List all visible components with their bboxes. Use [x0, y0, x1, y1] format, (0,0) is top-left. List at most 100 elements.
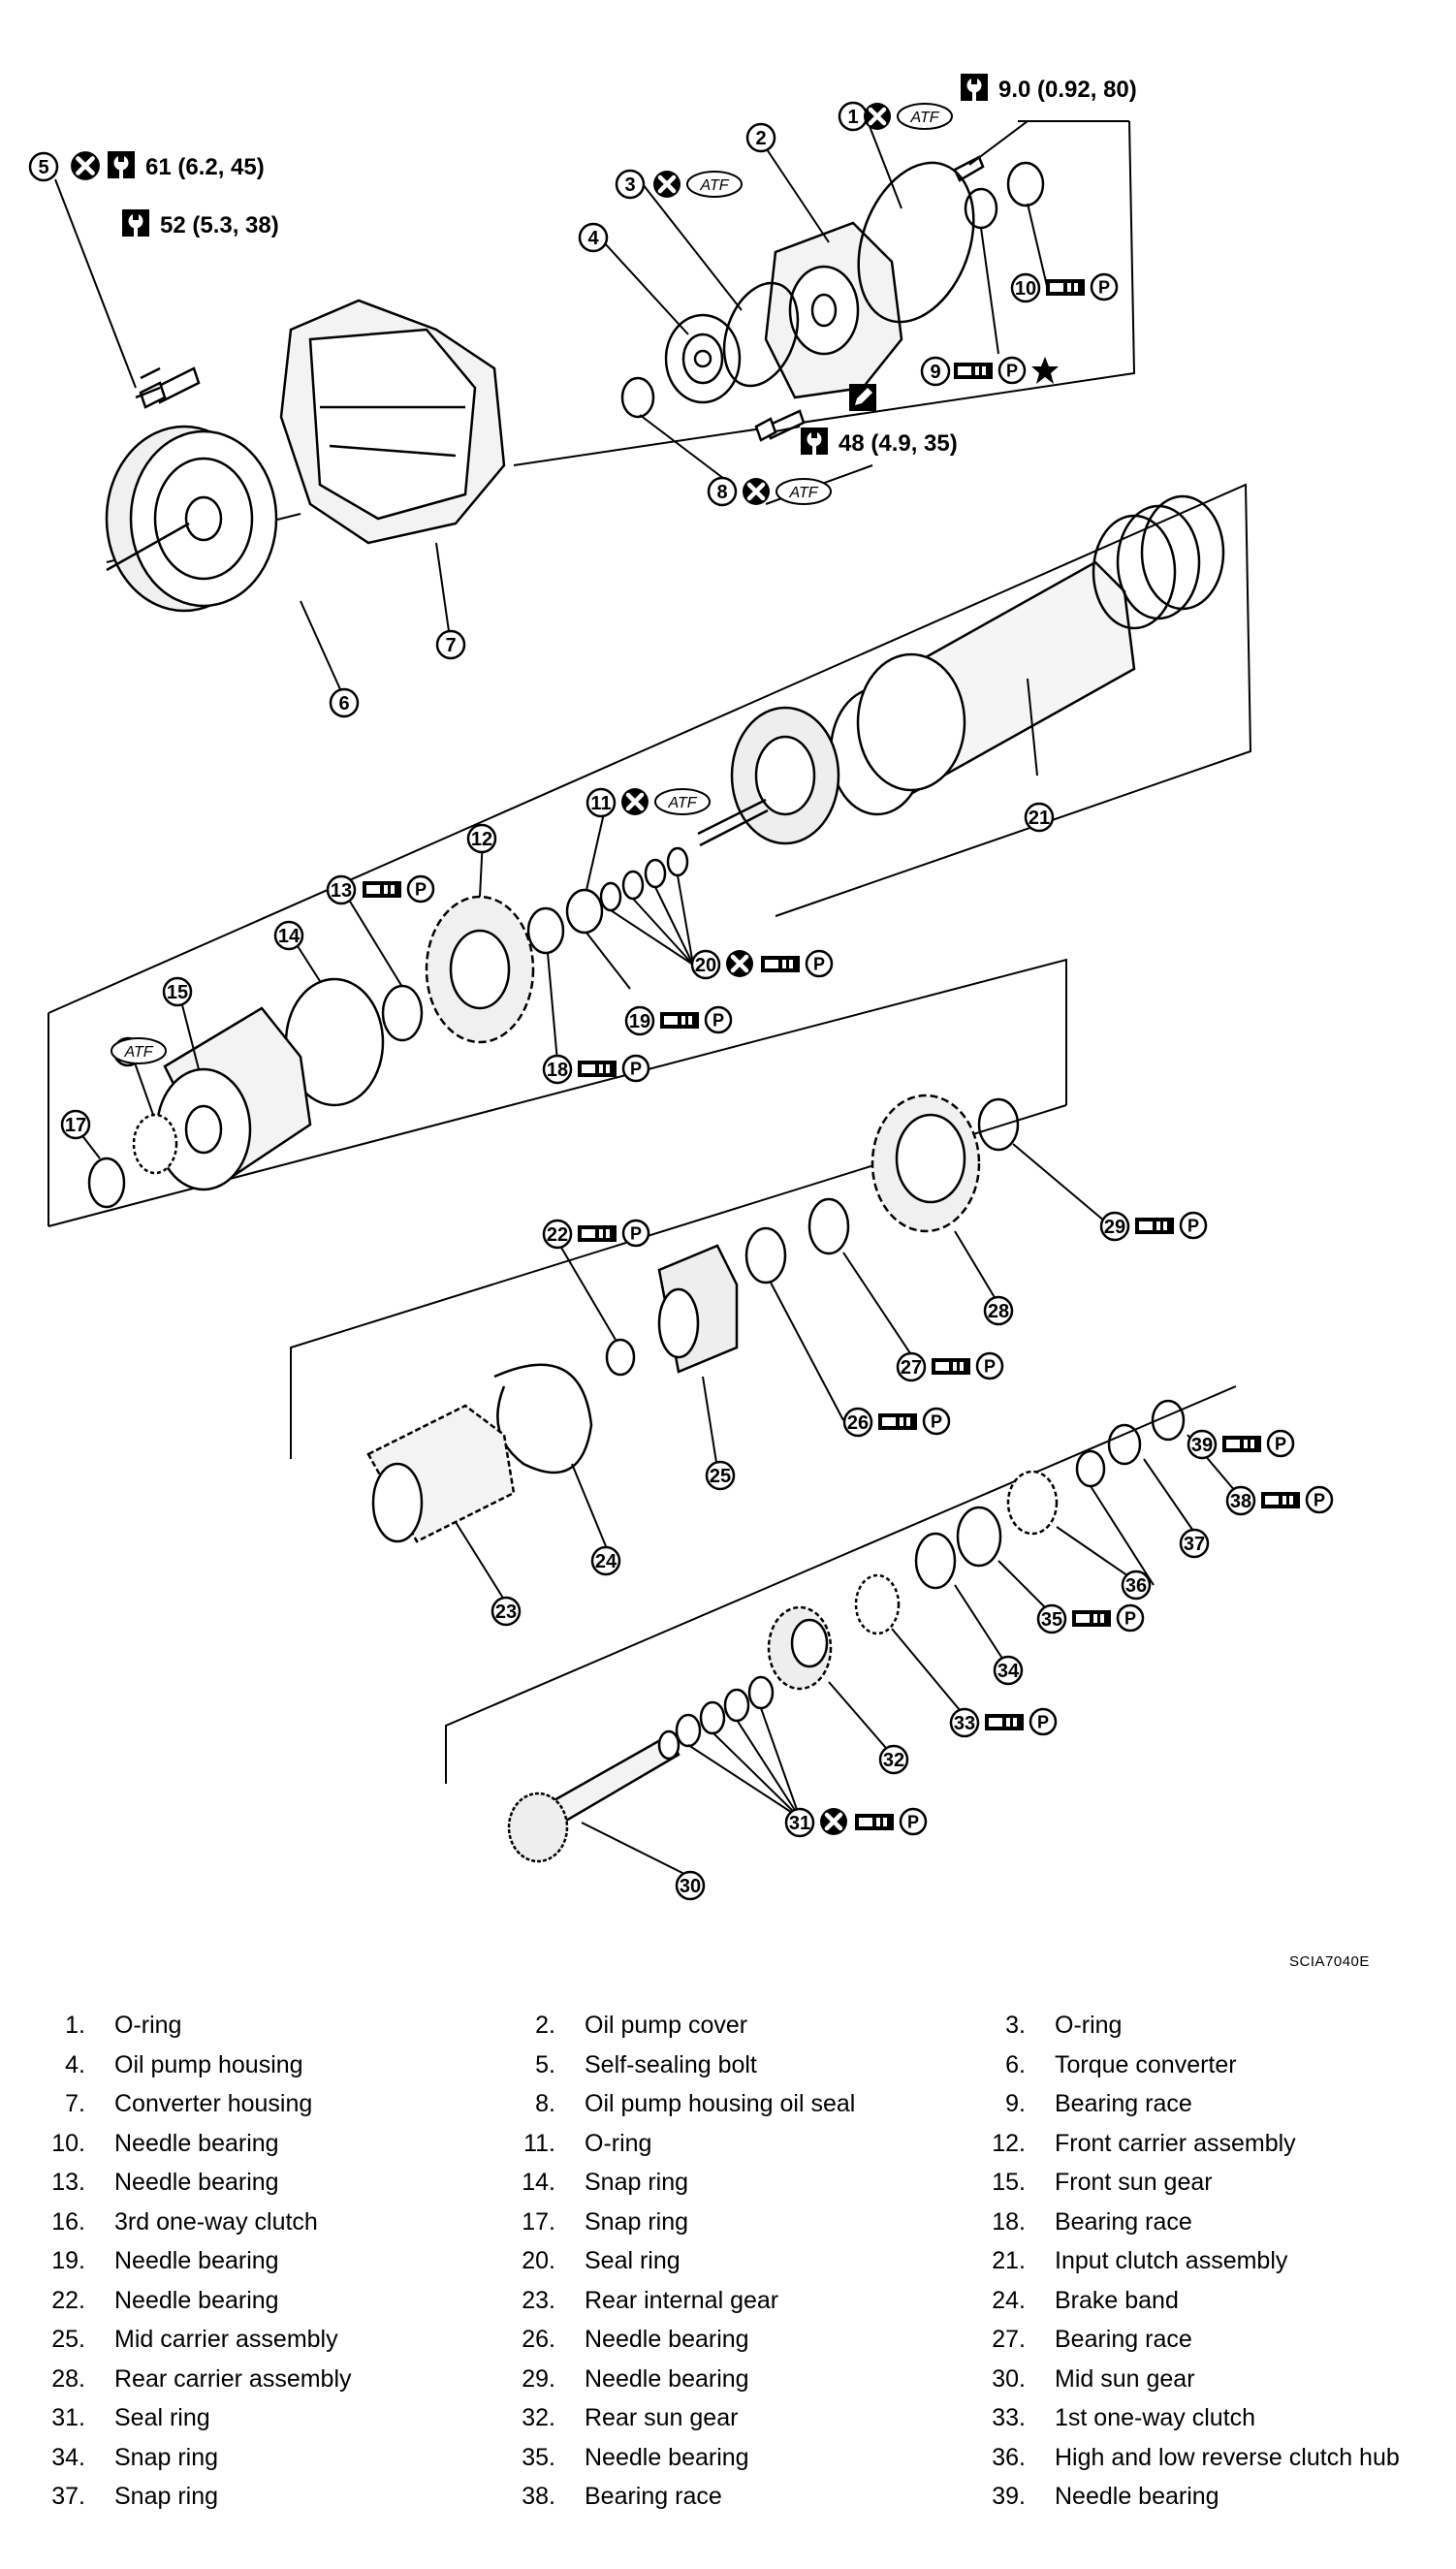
legend-item: 26.Needle bearing: [499, 2326, 749, 2354]
callout-number: 30: [680, 1876, 701, 1897]
callout-11: 11: [586, 787, 617, 818]
legend-number: 39.: [992, 2483, 1026, 2510]
torque-wrench-icon: [122, 209, 149, 237]
legend-number: 32.: [522, 2404, 555, 2431]
legend-number: 7.: [65, 2090, 85, 2117]
sealant-icon: [849, 384, 876, 411]
petroleum-jelly-icon: [704, 1005, 733, 1034]
oil-pump-housing: [664, 313, 742, 404]
needle-bearing-22: [605, 1338, 636, 1377]
callout-25: 25: [705, 1460, 736, 1491]
rear-carrier-assembly: [870, 1094, 981, 1233]
torque-wrench-icon: [801, 428, 828, 455]
legend-part-name: Bearing race: [585, 2483, 722, 2510]
legend-part-name: Needle bearing: [585, 2326, 749, 2353]
legend-number: 31.: [51, 2404, 85, 2431]
callout-number: 27: [901, 1357, 922, 1379]
replace-x-icon: [621, 788, 649, 815]
callout-28: 28: [983, 1295, 1014, 1326]
legend-number: 35.: [522, 2443, 555, 2471]
legend-item: 4.Oil pump housing: [29, 2051, 302, 2079]
legend-number: 33.: [992, 2404, 1026, 2431]
callout-26: 26: [842, 1407, 873, 1438]
callout-number: 17: [65, 1115, 86, 1136]
legend-item: 11.O-ring: [499, 2130, 651, 2158]
callout-number: 11: [590, 793, 611, 814]
rear-sun-gear: [767, 1605, 833, 1691]
callout-20: 20: [690, 949, 721, 980]
legend-item: 15.Front sun gear: [969, 2169, 1212, 2197]
atf-badge: ATF: [111, 1037, 167, 1064]
torque-spec-5: 61 (6.2, 45): [71, 151, 265, 180]
torque-spec-48: 48 (4.9, 35): [801, 428, 958, 457]
grease-icon: [363, 881, 401, 898]
legend-number: 38.: [522, 2483, 555, 2510]
legend-item: 20.Seal ring: [499, 2247, 680, 2275]
legend-part-name: Mid sun gear: [1055, 2364, 1195, 2393]
front-sun-gear: [155, 1006, 312, 1191]
replace-x-icon: [726, 950, 753, 977]
rear-internal-gear: [366, 1404, 516, 1543]
legend-part-name: Rear carrier assembly: [114, 2364, 352, 2393]
callout-number: 13: [331, 880, 352, 902]
legend-item: 22.Needle bearing: [29, 2286, 279, 2315]
callout-12: 12: [466, 823, 497, 854]
legend-item: 32. Rear sun gear: [499, 2404, 738, 2432]
mid-carrier-assembly: [657, 1244, 739, 1374]
callout-37: 37: [1179, 1528, 1210, 1559]
legend-part-name: Snap ring: [114, 2483, 219, 2510]
grease-icon: [932, 1358, 970, 1375]
needle-bearing-39: [1151, 1399, 1186, 1442]
legend-number: 25.: [51, 2326, 85, 2353]
atf-badge: ATF: [686, 171, 743, 198]
atf-badge: ATF: [654, 788, 711, 815]
legend-part-name: Rear sun gear: [585, 2404, 739, 2431]
legend-number: 17.: [522, 2207, 555, 2236]
legend-item: 2.Oil pump cover: [499, 2012, 747, 2040]
legend-item: 18.Bearing race: [969, 2208, 1192, 2236]
snap-ring-34: [914, 1532, 957, 1590]
needle-bearing-10: [1006, 161, 1045, 207]
legend-part-name: Oil pump housing oil seal: [585, 2090, 856, 2117]
callout-15: 15: [162, 976, 193, 1007]
callout-13: 13: [326, 874, 357, 905]
torque-converter: [105, 425, 278, 613]
callout-number: 24: [595, 1551, 617, 1572]
bearing-race-9: [964, 187, 998, 230]
third-one-way-clutch: [132, 1113, 178, 1175]
needle-bearing-26: [744, 1226, 787, 1284]
legend-item: 8.Oil pump housing oil seal: [499, 2090, 855, 2118]
legend-number: 14.: [522, 2169, 555, 2196]
grease-icon: [878, 1413, 917, 1430]
callout-number: 37: [1184, 1534, 1205, 1555]
petroleum-jelly-icon: [997, 356, 1027, 385]
legend-item: 14.Snap ring: [499, 2169, 688, 2197]
petroleum-jelly-icon: [621, 1054, 650, 1083]
callout-2: 2: [745, 122, 776, 153]
legend-item: 12.Front carrier assembly: [969, 2130, 1295, 2158]
callout-number: 5: [38, 157, 48, 178]
legend-part-name: O-ring: [1055, 2012, 1123, 2039]
legend-part-name: Needle bearing: [114, 2286, 279, 2314]
seal-rings-31: [675, 1675, 775, 1748]
callout-39: 39: [1187, 1429, 1218, 1460]
legend-part-name: Input clutch assembly: [1055, 2247, 1288, 2274]
callout-number: 15: [167, 982, 188, 1003]
legend-number: 29.: [522, 2364, 555, 2393]
torque-text-48: 48 (4.9, 35): [839, 430, 958, 457]
grease-icon: [578, 1061, 617, 1077]
input-clutch-assembly: [697, 494, 1225, 847]
callout-8: 8: [707, 476, 738, 507]
grease-icon: [985, 1714, 1024, 1730]
legend-part-name: O-ring: [585, 2129, 652, 2157]
callout-3: 3: [615, 169, 646, 200]
frame-lines: [47, 120, 1252, 1784]
atf-text: ATF: [699, 177, 729, 194]
callout-number: 6: [338, 693, 349, 714]
torque-wrench-icon: [108, 151, 135, 178]
legend-item: 3.O-ring: [969, 2012, 1122, 2040]
legend-part-name: Needle bearing: [585, 2443, 749, 2471]
legend-item: 37.Snap ring: [29, 2483, 218, 2511]
oil-pump-cover: [764, 221, 903, 399]
torque-wrench-icon: [961, 74, 988, 101]
